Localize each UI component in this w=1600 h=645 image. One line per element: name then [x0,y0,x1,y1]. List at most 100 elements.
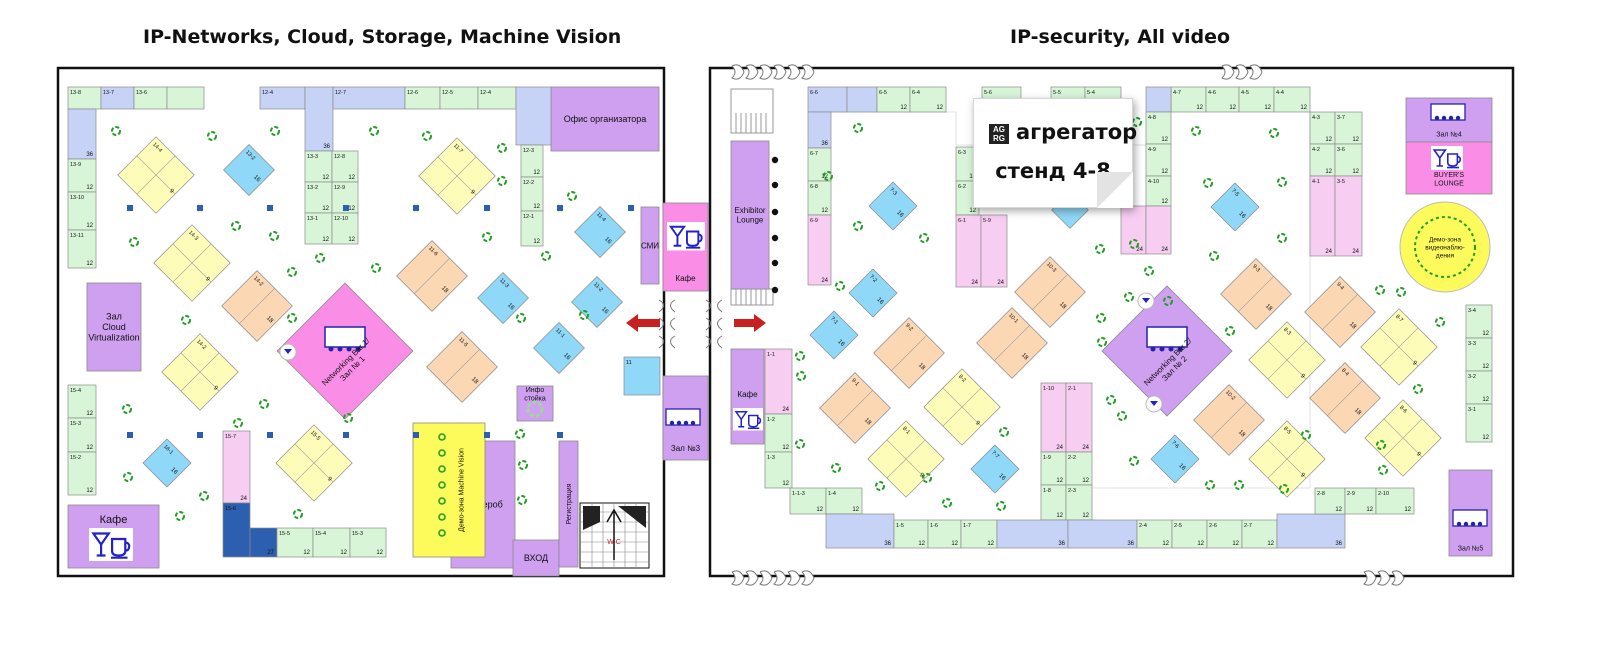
booth[interactable]: 15-412 [312,527,351,558]
diamond-booth[interactable]: 8-69 [1364,399,1442,477]
booth[interactable]: 2-712 [1241,519,1278,549]
booth[interactable]: 1-712 [960,519,998,549]
diamond-booth[interactable]: 8-29 [923,368,1001,446]
booth[interactable]: 1-912 [1040,451,1067,486]
room[interactable]: СМИ [640,206,660,285]
booth[interactable]: 12-112 [520,210,544,247]
booth[interactable]: 6-124 [955,214,982,288]
booth[interactable]: 2-212 [1065,451,1093,486]
booth[interactable]: 4-812 [1145,111,1172,145]
diamond-booth[interactable]: 11-116 [533,322,585,374]
booth[interactable]: 24 [1120,205,1147,255]
booth[interactable]: 36 [807,111,832,149]
diamond-booth[interactable]: 9-118 [819,372,891,444]
booth[interactable]: 3-412 [1465,304,1493,339]
booth[interactable]: 6-412 [909,86,947,113]
booth[interactable]: 13-912 [67,158,97,193]
diamond-booth[interactable]: 15-59 [275,424,353,502]
diamond-booth[interactable]: 7-616 [1150,434,1200,484]
booth[interactable] [166,86,205,110]
booth[interactable]: 2-912 [1344,487,1377,515]
room[interactable]: ВХОД [512,539,560,577]
booth[interactable]: 6-712 [807,147,832,182]
booth[interactable]: 27 [249,527,278,558]
booth[interactable]: 13-212 [304,181,333,214]
booth[interactable]: 1-612 [927,519,962,549]
booth[interactable]: 36 [304,86,334,152]
booth[interactable]: 4-712 [1170,86,1207,113]
booth[interactable]: 6-924 [807,214,832,286]
booth[interactable]: 1-312 [764,451,793,489]
booth[interactable]: 2-312 [1065,484,1093,521]
diamond-booth[interactable]: 10-318 [1014,256,1086,328]
diamond-booth[interactable]: 14-49 [117,136,195,214]
diamond-booth[interactable]: 14-218 [221,270,293,342]
booth[interactable]: 15-412 [67,384,97,419]
networking-bar-hall[interactable]: Networking Bar 2/Зал № 2 [1101,285,1233,417]
room[interactable]: Демо-зона Machine Vision [412,422,486,558]
diamond-booth[interactable]: 10-218 [1193,384,1265,456]
diamond-booth[interactable]: 9-218 [873,317,945,389]
booth[interactable]: 15-6 [222,502,251,558]
room[interactable]: Офис организатора [550,86,660,152]
diamond-booth[interactable]: 7-116 [809,310,859,360]
booth[interactable]: 12-7 [332,86,406,110]
booth[interactable]: 12-212 [520,176,544,212]
booth[interactable]: 11 [623,356,661,396]
booth[interactable] [1145,86,1172,113]
booth[interactable]: 36 [67,108,97,160]
booth[interactable]: 12-812 [331,150,359,183]
booth[interactable]: 3-312 [1465,337,1493,372]
diamond-booth[interactable]: 16-116 [142,438,192,488]
booth[interactable]: 4-312 [1309,111,1336,145]
diamond-booth[interactable]: 8-79 [1360,308,1438,386]
booth[interactable]: 36 [1276,513,1346,549]
booth[interactable]: 6-6 [807,86,848,113]
diamond-booth[interactable]: 11-518 [426,331,498,403]
diamond-booth[interactable]: 7-716 [970,444,1020,494]
booth[interactable]: 4-412 [1273,86,1311,113]
diamond-booth[interactable]: 7-216 [848,268,898,318]
booth[interactable]: 1-512 [893,519,929,549]
booth[interactable]: 12-6 [404,86,441,110]
booth[interactable]: 12-312 [520,144,544,178]
booth[interactable]: 4-612 [1205,86,1240,113]
diamond-booth[interactable]: 11-79 [418,137,496,215]
diamond-booth[interactable]: 8-19 [867,420,945,498]
booth[interactable]: 3-524 [1334,175,1363,257]
booth[interactable]: 15-312 [67,417,97,453]
booth[interactable]: 5-924 [980,214,1008,288]
booth[interactable]: 1-812 [1040,484,1067,521]
booth[interactable]: 12-4 [477,86,517,110]
booth[interactable]: 2-612 [1206,519,1243,549]
diamond-booth[interactable]: 11-618 [396,240,468,312]
booth[interactable]: 4-512 [1238,86,1275,113]
booth[interactable]: 36 [1067,519,1138,549]
booth[interactable]: 3-212 [1465,370,1493,405]
booth[interactable] [846,86,878,113]
booth[interactable]: 13-112 [304,212,333,245]
booth[interactable]: 4-124 [1309,175,1336,257]
booth[interactable]: 36 [825,513,895,549]
booth[interactable]: 2-124 [1065,382,1093,453]
diamond-booth[interactable]: 8-39 [1248,321,1326,399]
booth[interactable]: 6-812 [807,180,832,216]
booth[interactable]: 3-612 [1334,143,1363,177]
diamond-booth[interactable]: 11-316 [477,272,529,324]
booth[interactable]: 1-1-312 [789,487,827,515]
booth[interactable]: 12-5 [439,86,479,110]
booth[interactable]: 24 [1145,205,1172,255]
exhibitor-callout[interactable]: AG RG агрегатор стенд 4-8 [973,98,1137,208]
booth[interactable]: 3-712 [1334,111,1363,145]
booth[interactable]: 2-512 [1171,519,1208,549]
diamond-booth[interactable]: 9-418 [1304,276,1376,348]
diamond-booth[interactable]: 10-118 [976,307,1048,379]
